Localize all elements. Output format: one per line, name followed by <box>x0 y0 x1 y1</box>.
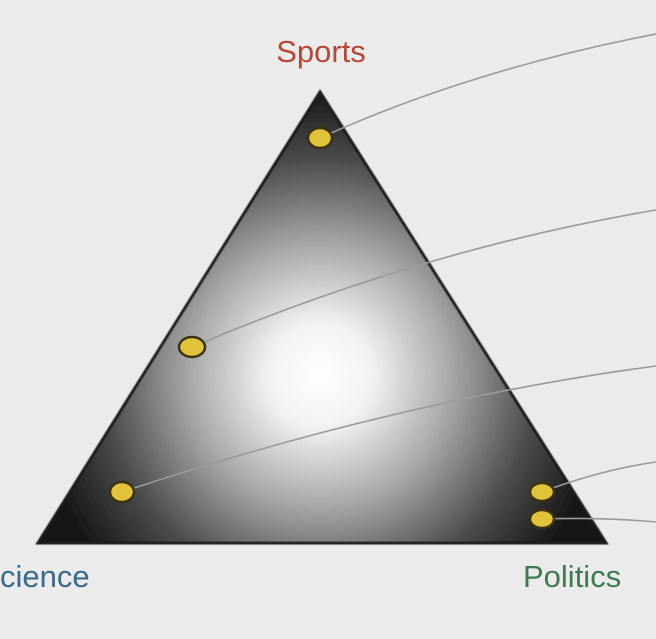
leader-line-p2 <box>191 209 656 348</box>
leader-line-p4 <box>541 461 656 493</box>
simplex-triangle <box>35 89 609 545</box>
document-point-p4 <box>528 481 556 503</box>
leader-line-p3 <box>121 365 656 493</box>
document-point-p1 <box>306 126 334 150</box>
document-point-p3 <box>108 480 136 504</box>
vertex-label-sports: Sports <box>276 34 366 69</box>
document-point-p2 <box>177 335 207 359</box>
vertex-label-science: cience <box>0 559 90 594</box>
document-point-p5 <box>528 508 556 530</box>
leader-lines <box>121 33 656 523</box>
leader-line-p1 <box>319 33 656 139</box>
vertex-label-politics: Politics <box>523 559 621 594</box>
document-points <box>108 126 556 530</box>
